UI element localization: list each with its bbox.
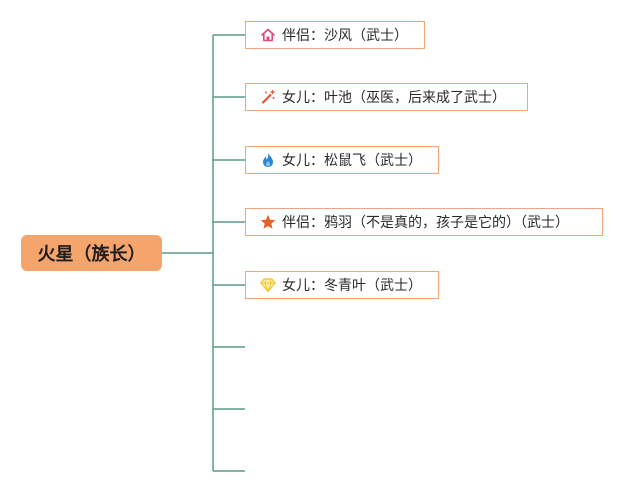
house-icon [260,27,276,43]
flame-icon [260,152,276,168]
child-node-mate-sandstorm[interactable]: 伴侣：沙风（武士） [245,21,425,49]
diamond-icon [260,277,276,293]
child-node-mate-crowfeather[interactable]: 伴侣：鸦羽（不是真的，孩子是它的）（武士） [245,208,603,236]
child-node-daughter-hollyleaf[interactable]: 女儿：冬青叶（武士） [245,271,439,299]
child-node-label: 女儿：冬青叶（武士） [282,278,422,294]
child-node-label: 伴侣：鸦羽（不是真的，孩子是它的）（武士） [282,215,569,231]
child-node-label: 伴侣：沙风（武士） [282,28,408,44]
magic-wand-icon [260,89,276,105]
child-node-label: 女儿：叶池（巫医，后来成了武士） [282,90,506,106]
child-node-daughter-leafpool[interactable]: 女儿：叶池（巫医，后来成了武士） [245,83,528,111]
star-icon [260,214,276,230]
root-node-label: 火星（族长） [37,244,146,265]
child-node-label: 女儿：松鼠飞（武士） [282,153,422,169]
child-node-daughter-squirrelflight[interactable]: 女儿：松鼠飞（武士） [245,146,439,174]
root-node-firestar[interactable]: 火星（族长） [21,235,162,271]
